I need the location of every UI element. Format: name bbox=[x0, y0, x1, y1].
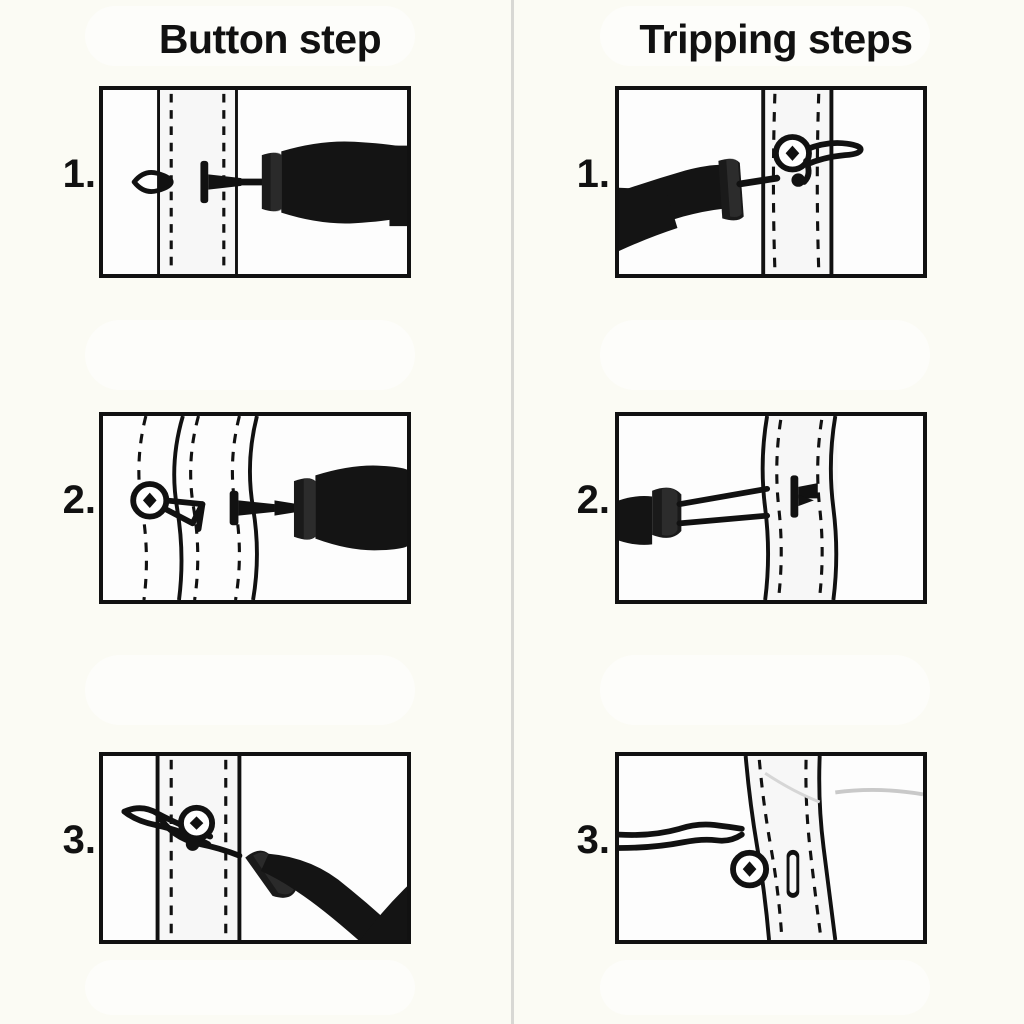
column-divider bbox=[511, 0, 514, 1024]
step-row: 1. bbox=[0, 86, 512, 282]
step-row: 2. bbox=[0, 412, 512, 608]
column-title-button-step: Button step bbox=[158, 16, 382, 62]
column-button-step: Button step 1. bbox=[0, 16, 512, 948]
column-tripping-steps: Tripping steps 1. bbox=[512, 0, 1024, 1024]
column-title-tripping-steps: Tripping steps bbox=[639, 16, 913, 62]
step-number: 2. bbox=[576, 478, 610, 522]
illustration-panel bbox=[99, 752, 411, 944]
step-number: 3. bbox=[62, 818, 96, 862]
illustration-button-and-buttonhole-released bbox=[619, 756, 923, 940]
step-number: 1. bbox=[576, 152, 610, 196]
step-row: 3. bbox=[0, 752, 512, 948]
illustration-panel bbox=[615, 86, 927, 278]
illustration-tool-approaching-button-from-left bbox=[619, 90, 923, 274]
illustration-panel bbox=[615, 412, 927, 604]
illustration-button-pulled-through-placket bbox=[103, 416, 407, 600]
step-number: 3. bbox=[576, 818, 610, 862]
step-row: 2. bbox=[512, 412, 1024, 608]
illustration-panel bbox=[615, 752, 927, 944]
illustration-panel bbox=[99, 86, 411, 278]
illustration-button-seated-with-loop-secured bbox=[103, 756, 407, 940]
step-row: 3. bbox=[512, 752, 1024, 948]
step-row: 1. bbox=[512, 86, 1024, 282]
illustration-tool-aligned-with-button-and-loop bbox=[103, 90, 407, 274]
step-number: 1. bbox=[62, 152, 96, 196]
illustration-panel bbox=[99, 412, 411, 604]
illustration-tool-hooking-button-through-buttonhole bbox=[619, 416, 923, 600]
step-number: 2. bbox=[62, 478, 96, 522]
